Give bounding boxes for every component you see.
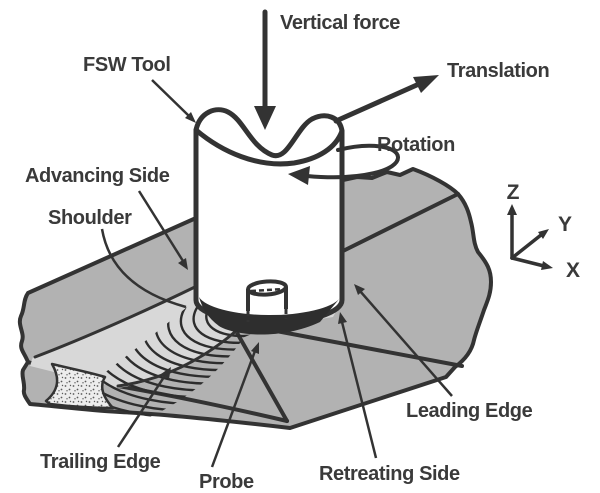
retreating-side-leader xyxy=(338,312,378,459)
trailing-edge-label: Trailing Edge xyxy=(40,451,161,473)
weld-nugget-stipple xyxy=(44,362,115,410)
vertical-force-label: Vertical force xyxy=(280,12,400,34)
shoulder-label: Shoulder xyxy=(48,207,132,229)
weld-track-upper-boundary xyxy=(33,283,201,359)
fsw-tool-label: FSW Tool xyxy=(83,54,171,76)
rotation-label: Rotation xyxy=(377,134,455,156)
weld-track-lower-boundary xyxy=(116,329,238,388)
x-axis-label: X xyxy=(566,259,580,282)
z-axis-arrow xyxy=(507,204,517,260)
shoulder-leader xyxy=(100,228,187,309)
y-axis-label: Y xyxy=(558,213,572,236)
advancing-side-leader xyxy=(137,190,188,270)
advancing-side-label: Advancing Side xyxy=(25,165,170,187)
rotation-arrow xyxy=(288,143,400,185)
translation-label: Translation xyxy=(447,60,549,82)
right-face-top-edge xyxy=(253,325,464,368)
probe-leader xyxy=(210,342,259,468)
coordinate-axes: Z Y X xyxy=(507,181,580,282)
tool-base-shadow xyxy=(199,297,340,335)
trailing-edge-leader xyxy=(116,367,171,448)
x-axis-arrow xyxy=(510,256,553,270)
vertical-force-arrow xyxy=(254,9,276,130)
front-face-top-edge-right xyxy=(116,384,289,423)
z-axis-label: Z xyxy=(507,181,520,204)
leading-edge-label: Leading Edge xyxy=(406,400,533,422)
translation-arrow xyxy=(333,75,439,124)
probe-cylinder xyxy=(246,279,288,322)
fsw-tool-leader xyxy=(151,79,196,123)
retreating-side-label: Retreating Side xyxy=(319,463,460,485)
corner-seam-line xyxy=(234,329,289,423)
probe-label: Probe xyxy=(199,471,254,493)
weld-seam-line xyxy=(341,192,460,253)
leading-edge-leader xyxy=(354,284,453,397)
y-axis-arrow xyxy=(510,229,549,260)
tool-top-rim xyxy=(193,127,345,167)
